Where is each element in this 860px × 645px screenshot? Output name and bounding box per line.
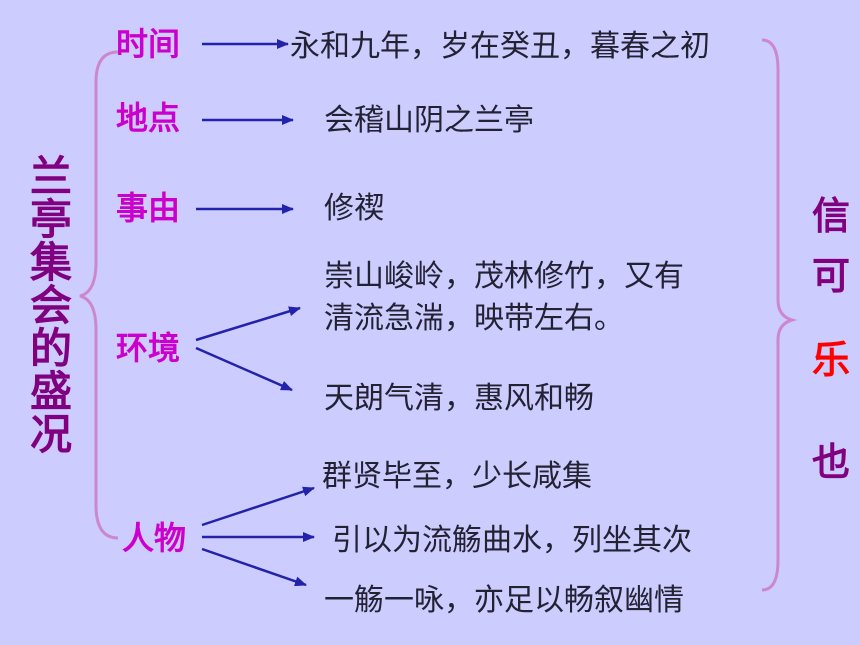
arrow-people-1 [201, 486, 315, 527]
title-char: 兰 [29, 152, 72, 201]
title-char: 盛 [29, 367, 72, 416]
label-time: 时间 [116, 25, 181, 63]
detail-time: 永和九年，岁在癸丑，暮春之初 [290, 29, 710, 64]
arrow-env-1 [195, 306, 301, 342]
label-people: 人物 [122, 519, 187, 557]
detail-people-3: 一觞一咏，亦足以畅叙幽情 [324, 583, 684, 618]
left-brace [79, 50, 119, 540]
vertical-title: 兰 亭 集 会 的 盛 况 [26, 155, 76, 456]
label-place: 地点 [116, 99, 181, 137]
title-char: 况 [29, 410, 72, 459]
detail-env-line1: 崇山峻岭，茂林修竹，又有 [324, 259, 684, 294]
label-reason: 事由 [116, 189, 181, 227]
side-char-ke: 可 [811, 254, 850, 298]
title-char: 会 [29, 281, 72, 330]
title-char: 集 [29, 238, 72, 287]
title-char: 的 [29, 324, 72, 373]
detail-reason: 修禊 [324, 191, 384, 226]
arrow-env-2 [195, 346, 293, 392]
detail-people-2: 引以为流觞曲水，列坐其次 [332, 523, 692, 558]
label-environment: 环境 [116, 329, 181, 367]
side-char-le: 乐 [811, 338, 850, 382]
arrow-people-3 [201, 547, 307, 587]
side-char-ye: 也 [811, 440, 850, 484]
detail-people-1: 群贤毕至，少长咸集 [322, 459, 592, 494]
title-char: 亭 [29, 195, 72, 244]
detail-env-second: 天朗气清，惠风和畅 [324, 381, 594, 416]
detail-place: 会稽山阴之兰亭 [324, 103, 534, 138]
right-brace [761, 38, 798, 592]
side-char-xin: 信 [811, 194, 850, 238]
detail-env-line2: 清流急湍，映带左右。 [324, 301, 624, 336]
